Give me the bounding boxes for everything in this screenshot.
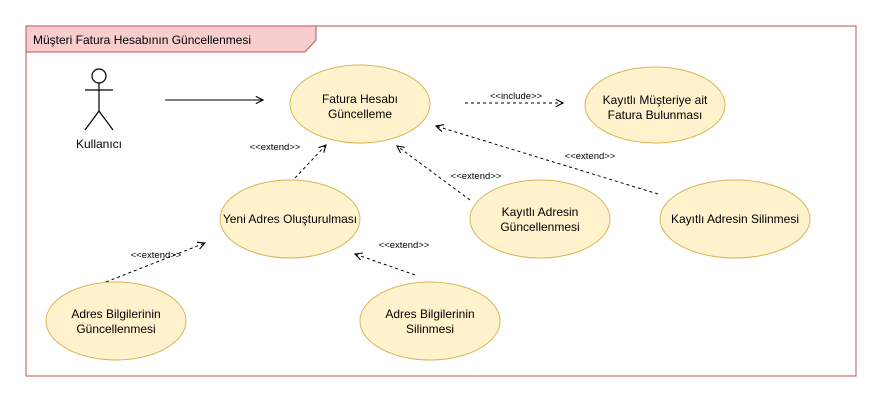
- use-case-label: Silinmesi: [406, 322, 454, 336]
- use-case-fatura-hesabi-guncelleme[interactable]: Fatura Hesabı Güncelleme: [289, 64, 431, 144]
- frame-border: [25, 25, 857, 377]
- frame-title: Müşteri Fatura Hesabının Güncellenmesi: [33, 33, 251, 47]
- use-case-label: Kayıtlı Adresin Silinmesi: [671, 212, 799, 226]
- extend-edge-adres-silin-kayitli: [436, 126, 659, 195]
- extend-edge-yeni-adres: [294, 145, 326, 179]
- use-case-label: Adres Bilgilerinin: [71, 307, 160, 321]
- use-case-label: Güncelleme: [328, 107, 392, 121]
- use-case-kayitli-adres-silinmesi[interactable]: Kayıtlı Adresin Silinmesi: [659, 179, 811, 259]
- extend-label-1: <<extend>>: [250, 142, 301, 153]
- use-case-label: Güncellenmesi: [76, 322, 155, 336]
- extend-label-3: <<extend>>: [565, 151, 616, 162]
- extend-edge-bilgi-silin: [355, 254, 416, 276]
- use-case-kayitli-adres-guncellenmesi[interactable]: Kayıtlı Adresin Güncellenmesi: [469, 179, 611, 259]
- use-case-label: Kayıtlı Müşteriye ait: [603, 93, 708, 107]
- use-case-label: Fatura Hesabı: [322, 92, 398, 106]
- use-case-kayitli-musteri-fatura[interactable]: Kayıtlı Müşteriye ait Fatura Bulunması: [584, 66, 726, 144]
- use-case-label: Kayıtlı Adresin: [502, 205, 579, 219]
- include-label: <<include>>: [490, 91, 543, 102]
- use-case-label: Adres Bilgilerinin: [385, 307, 474, 321]
- use-case-label: Yeni Adres Oluşturulması: [223, 212, 357, 226]
- actor-label: Kullanıcı: [76, 137, 122, 151]
- actor-kullanici[interactable]: Kullanıcı: [76, 68, 122, 151]
- use-case-adres-bilgi-silinmesi[interactable]: Adres Bilgilerinin Silinmesi: [359, 281, 501, 361]
- use-case-adres-bilgi-guncellenmesi[interactable]: Adres Bilgilerinin Güncellenmesi: [45, 281, 187, 361]
- use-case-yeni-adres[interactable]: Yeni Adres Oluşturulması: [219, 179, 361, 259]
- extend-label-2: <<extend>>: [451, 171, 502, 182]
- use-case-label: Güncellenmesi: [500, 220, 579, 234]
- relationships: [105, 103, 659, 283]
- extend-label-4: <<extend>>: [131, 250, 182, 261]
- extend-edge-bilgi-guncel: [105, 243, 205, 283]
- frame-title-tab: [25, 25, 317, 53]
- use-case-label: Fatura Bulunması: [608, 108, 703, 122]
- system-frame: Müşteri Fatura Hesabının Güncellenmesi: [25, 25, 857, 377]
- extend-label-5: <<extend>>: [379, 240, 430, 251]
- stick-figure-icon: [84, 68, 114, 131]
